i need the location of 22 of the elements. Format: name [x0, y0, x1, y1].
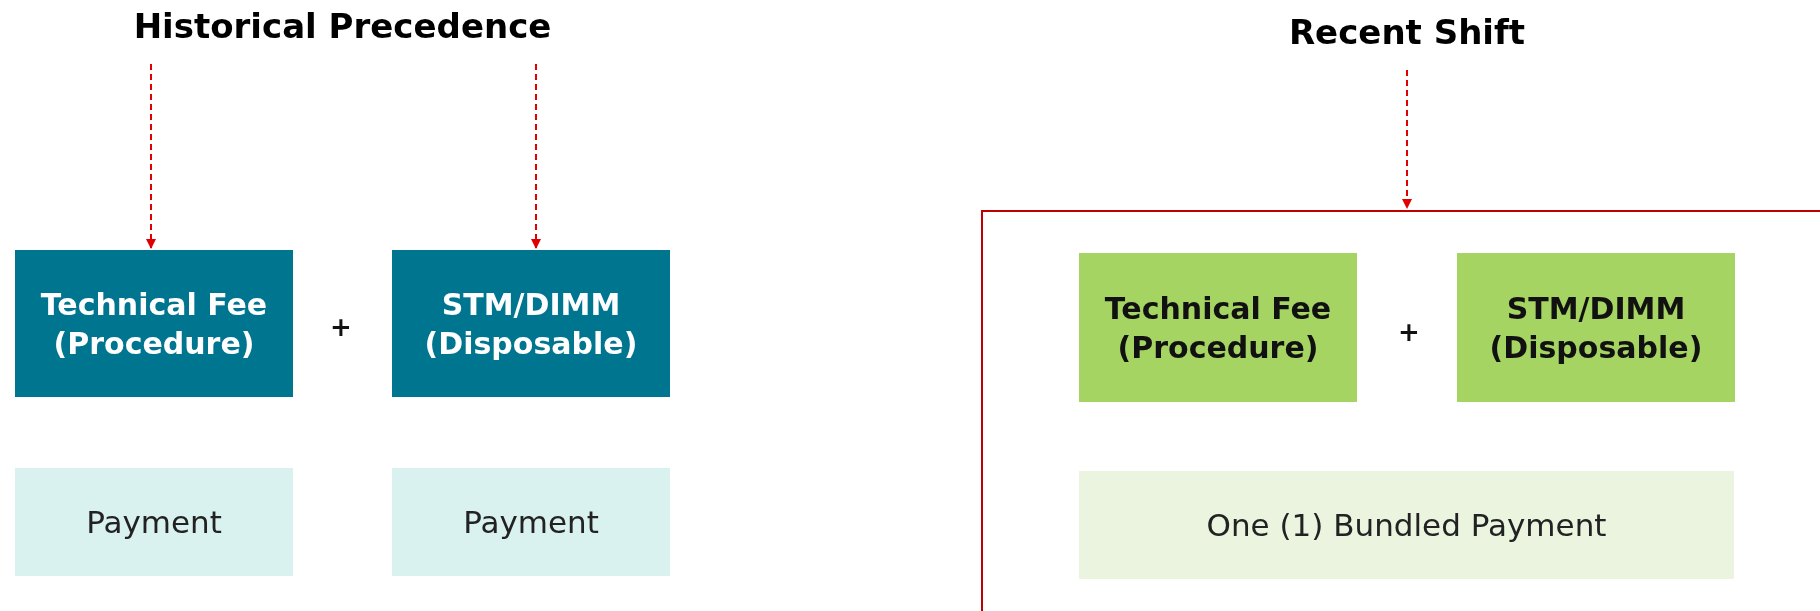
heading: Recent Shift: [1287, 11, 1527, 54]
box-text: Technical Fee (Procedure): [1103, 289, 1333, 367]
plus-sign: +: [1398, 317, 1420, 347]
process-box: [392, 250, 670, 397]
heading: Historical Precedence: [132, 5, 553, 48]
process-box: [1457, 253, 1735, 402]
process-box: [1079, 253, 1357, 402]
dashed-arrow: [146, 63, 156, 249]
box-text: STM/DIMM (Disposable): [1488, 289, 1704, 367]
box-text: Technical Fee (Procedure): [39, 285, 269, 363]
plus-sign: +: [330, 312, 352, 342]
payment-box: [1079, 471, 1734, 579]
payment-box: [392, 468, 670, 576]
frame-box: [981, 210, 1820, 611]
box-text: Payment: [462, 502, 600, 542]
process-box: [15, 250, 293, 397]
dashed-arrow: [1402, 69, 1412, 209]
payment-box: [15, 468, 293, 576]
box-text: Payment: [85, 502, 223, 542]
box-text: One (1) Bundled Payment: [1205, 505, 1608, 545]
box-text: STM/DIMM (Disposable): [423, 285, 639, 363]
dashed-arrow: [531, 63, 541, 249]
